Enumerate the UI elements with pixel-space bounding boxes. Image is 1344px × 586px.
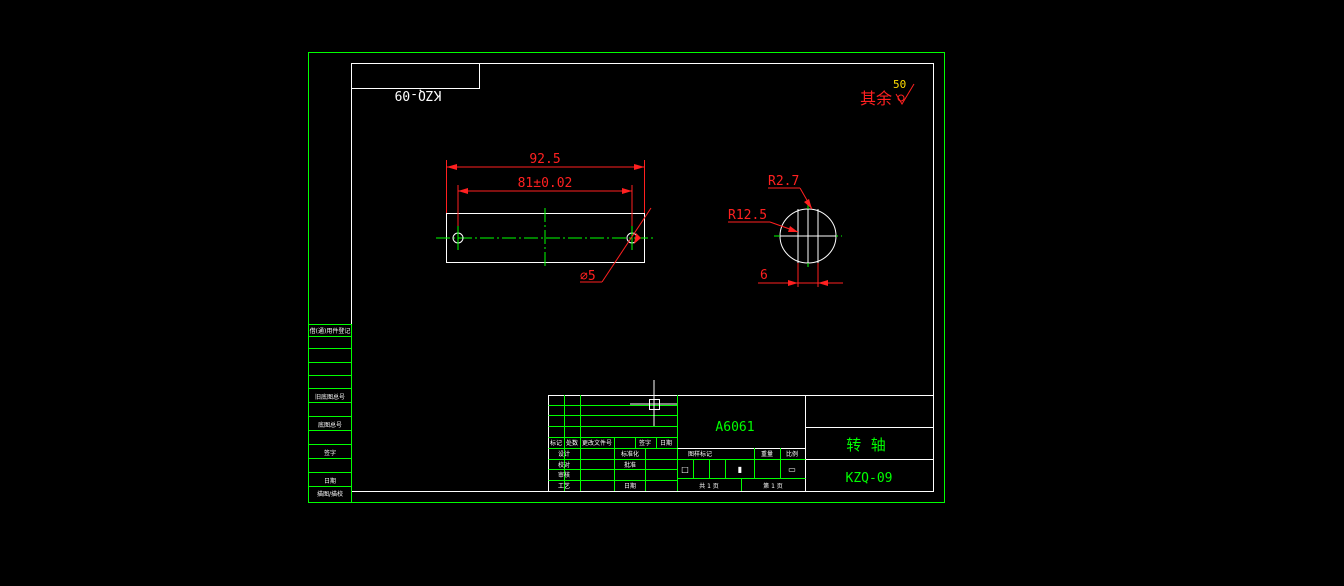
rev-header-2: 更改文件号	[582, 439, 612, 447]
front-view: 92.5 81±0.02 ⌀5	[436, 152, 656, 284]
dim-overall-length: 92.5	[529, 152, 560, 167]
material-value: A6061	[715, 420, 754, 435]
side-label-4: 日期	[324, 477, 336, 485]
hole-leader	[601, 207, 652, 283]
stage-mark-0: □	[681, 465, 689, 474]
dim-slot-width: 6	[760, 268, 768, 283]
side-label-0: 借(通)用件登记	[310, 327, 351, 335]
mirrored-drawing-number: KZQ-09	[395, 87, 442, 102]
crosshair-cursor-icon	[630, 380, 677, 426]
dim-hole-diameter: ⌀5	[580, 269, 596, 284]
drawing-code: KZQ-09	[846, 471, 893, 486]
surface-roughness-note: 其余 50	[860, 78, 915, 108]
role-process: 工艺	[558, 482, 570, 490]
title-block: 标记 处数 更改文件号 签字 日期 设计 校对 审核 工艺 标准化 批准 日期 …	[548, 395, 934, 492]
part-name: 转 轴	[846, 436, 886, 454]
stage-mark-4: ▮	[738, 465, 742, 474]
stage-header-1: 重量	[761, 450, 773, 458]
left-side-column: 借(通)用件登记 旧底图总号 底图总号 签字 日期 描图/描校	[308, 324, 352, 502]
date-label: 日期	[624, 482, 636, 490]
sheet-index: 第 1 页	[763, 482, 783, 490]
dim-slot-radius: R2.7	[768, 174, 799, 189]
roughness-prefix: 其余	[860, 89, 892, 108]
side-label-2: 底图总号	[318, 421, 342, 429]
dim-hole-spacing: 81±0.02	[518, 176, 573, 191]
role-review: 审核	[558, 471, 570, 479]
approval-label: 批准	[624, 461, 636, 469]
roughness-value: 50	[893, 78, 906, 91]
side-view: R2.7 R12.5 6	[728, 174, 843, 287]
role-check: 校对	[558, 461, 570, 469]
sheet-total: 共 1 页	[699, 482, 719, 490]
stage-header-0: 图样标记	[688, 450, 712, 458]
rev-header-0: 标记	[550, 439, 562, 447]
dim-shaft-radius: R12.5	[728, 208, 767, 223]
stage-header-2: 比例	[786, 450, 798, 458]
side-label-5: 描图/描校	[317, 490, 343, 498]
standardization-label: 标准化	[621, 450, 639, 458]
outer-frame	[308, 52, 945, 503]
rev-header-1: 处数	[566, 439, 578, 447]
role-design: 设计	[558, 450, 570, 458]
mirrored-number-box: KZQ-09	[351, 63, 480, 102]
rev-header-3: 签字	[639, 439, 651, 447]
side-label-3: 签字	[324, 449, 336, 457]
rev-header-4: 日期	[660, 439, 672, 447]
stage-mark-6: ▭	[788, 465, 796, 474]
side-label-1: 旧底图总号	[315, 393, 345, 401]
